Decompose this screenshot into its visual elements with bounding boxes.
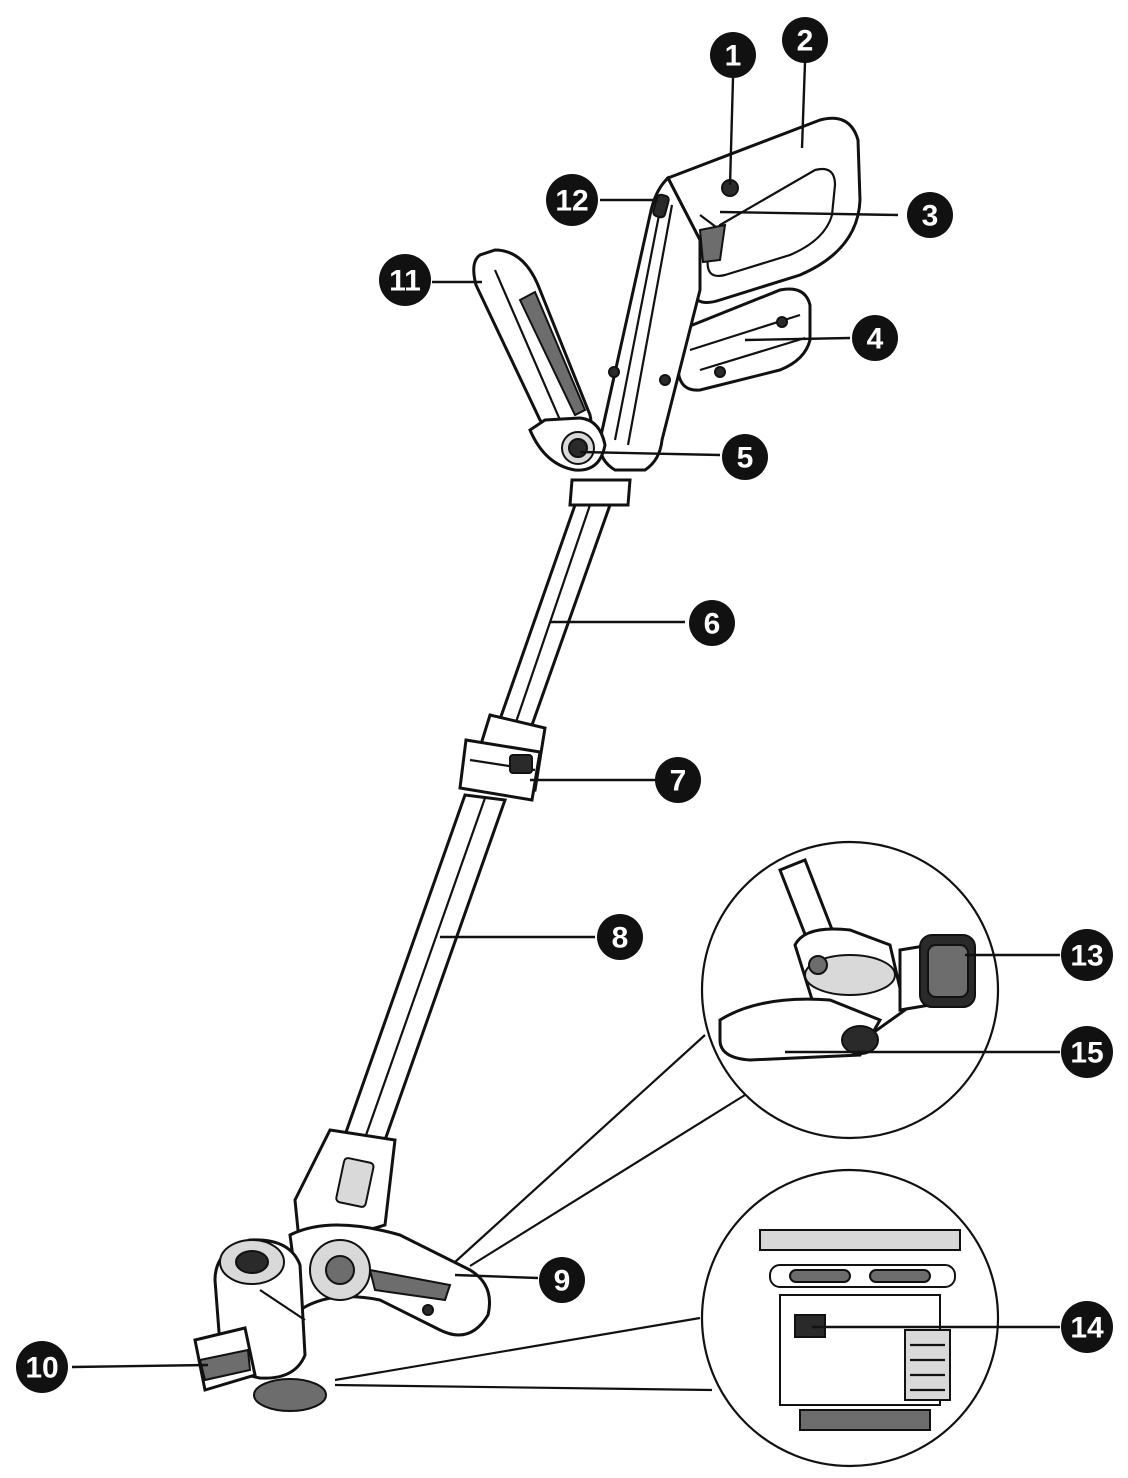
callout-11: 11 [379,254,431,306]
aux-handle-knob [568,438,588,458]
callout-7: 7 [655,757,701,803]
callout-10: 10 [16,1341,68,1393]
svg-text:2: 2 [797,25,814,58]
callout-12: 12 [546,174,598,226]
lower-motor-housing [293,1128,397,1252]
svg-text:9: 9 [554,1265,571,1298]
spool-head [213,1238,371,1412]
svg-text:6: 6 [704,608,721,641]
svg-text:4: 4 [867,323,884,356]
detail-view-edging-wheel [454,840,1000,1267]
callout-13: 13 [1061,929,1113,981]
lower-shaft [342,793,508,1142]
auxiliary-handle [472,248,607,472]
svg-text:10: 10 [25,1352,58,1385]
svg-text:12: 12 [555,185,588,218]
trigger-switch [698,223,727,264]
callout-1: 1 [710,32,756,78]
svg-text:11: 11 [389,265,421,298]
callout-14: 14 [1061,1301,1113,1353]
svg-text:3: 3 [922,200,939,233]
callout-3: 3 [907,192,953,238]
callout-15: 15 [1061,1026,1113,1078]
svg-text:13: 13 [1070,940,1103,973]
upper-housing [598,175,702,472]
svg-text:7: 7 [670,765,687,798]
edge-guide [193,1326,257,1392]
callout-2: 2 [782,17,828,63]
battery-pack [676,287,812,392]
callout-6: 6 [689,600,735,646]
callout-numbers: 1 2 3 4 5 6 7 8 [16,17,1113,1393]
callout-9: 9 [539,1257,585,1303]
telescopic-collar [458,713,547,802]
detail-view-spool-release [334,1168,1000,1468]
spool-cap [253,1378,327,1412]
svg-text:14: 14 [1070,1312,1104,1345]
svg-text:8: 8 [612,922,629,955]
upper-shaft [495,503,613,727]
callout-5: 5 [722,434,768,480]
callout-8: 8 [597,914,643,960]
svg-text:1: 1 [725,40,742,73]
trimmer-illustration [193,116,862,1412]
callout-4: 4 [852,315,898,361]
svg-text:15: 15 [1070,1037,1103,1070]
svg-text:5: 5 [737,442,754,475]
leader-lines [71,61,1060,1369]
